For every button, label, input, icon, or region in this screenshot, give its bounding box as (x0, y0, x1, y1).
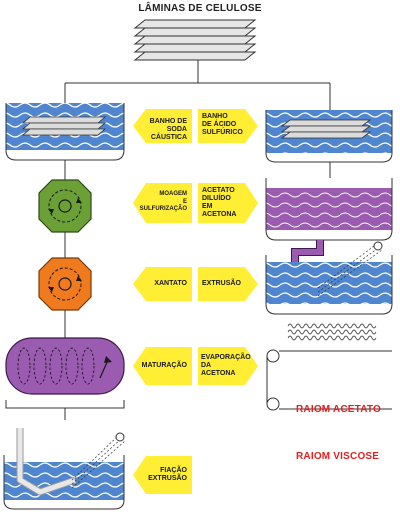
label-maturation: MATURAÇÃO (141, 362, 187, 369)
label-acetone-evaporation: EVAPORAÇÃO DA ACETONA (201, 354, 251, 377)
step-maturation-arrow (133, 347, 192, 385)
sulfuric-acid-bath-icon (265, 110, 393, 163)
caustic-soda-bath-icon (5, 103, 125, 161)
step-acetate-arrow (198, 183, 258, 223)
page-title: LÂMINAS DE CELULOSE (138, 3, 262, 14)
step-extrusion-arrow (198, 267, 258, 301)
evaporation-fibers-icon (287, 323, 377, 341)
grinding-octagon-icon (38, 179, 92, 233)
label-caustic-soda-bath: BANHO DE SODA CÁUSTICA (149, 118, 187, 141)
step-xanthate-arrow (133, 267, 192, 301)
label-extrusion: EXTRUSÃO (202, 280, 241, 287)
maturation-tank-icon (5, 337, 125, 395)
label-grinding-sulfurization: MOAGEM E SULFURIZAÇÃO (139, 191, 187, 212)
cellulose-sheets-icon (133, 19, 257, 61)
viscose-spinning-bath-icon (3, 428, 127, 510)
step-caustic-arrow (133, 109, 192, 143)
label-spinning-extrusion: FIAÇÃO EXTRUSÃO (148, 467, 187, 482)
step-grinding-arrow (133, 183, 192, 223)
step-sulfuric-arrow (198, 109, 258, 143)
product-acetate-rayon: RAIOM ACETATO (296, 404, 382, 415)
label-diluted-acetate: ACETATO DILUÍDO EM ACETONA (202, 187, 237, 218)
extrusion-bath-icon (265, 241, 393, 315)
yellow-label-arrows (133, 109, 258, 494)
branch-connectors (64, 60, 331, 110)
label-sulfuric-acid-bath: BANHO DE ÁCIDO SULFÚRICO (202, 113, 243, 136)
label-xanthate: XANTATO (154, 280, 187, 287)
acetate-roller-icon (266, 349, 392, 411)
connector-4 (5, 400, 125, 409)
step-spinning-arrow (133, 456, 192, 494)
xanthate-octagon-icon (38, 257, 92, 311)
product-viscose-rayon: RAIOM VISCOSE (296, 451, 380, 462)
step-evaporation-arrow (198, 347, 258, 385)
